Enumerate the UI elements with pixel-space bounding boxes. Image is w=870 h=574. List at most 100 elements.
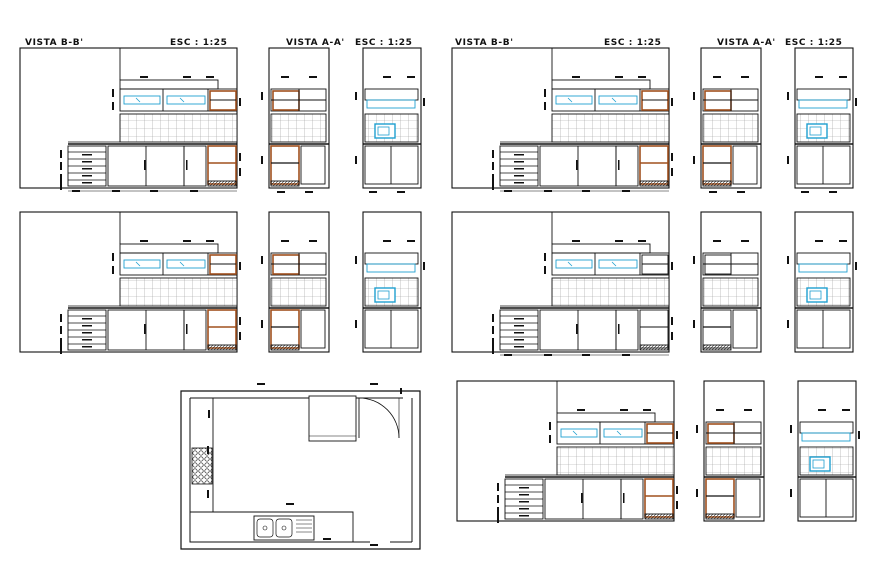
- base-cabinet-narrow: [620, 478, 644, 520]
- elevation-b-3: [19, 211, 241, 354]
- kick-plate-a: [270, 344, 300, 351]
- wall-frame-a: [268, 211, 330, 353]
- base-cabinet-narrow: [615, 309, 639, 351]
- wood-cabinet: [646, 423, 674, 444]
- kick-plate-a: [270, 180, 300, 187]
- wall-frame-a: [700, 211, 762, 353]
- microwave-icon: [806, 287, 828, 303]
- microwave-icon: [374, 287, 396, 303]
- upper-cabinet-top: [556, 412, 656, 423]
- scale-b-label: ESC : 1:25: [170, 38, 228, 48]
- base-a2: [796, 309, 851, 349]
- microwave-icon: [806, 123, 828, 139]
- scale-a-label: ESC : 1:25: [355, 38, 413, 48]
- upper-cabinet-top: [551, 243, 651, 254]
- base-wood: [270, 309, 300, 349]
- side-cabinet: [641, 254, 669, 275]
- elevation-a-1: [261, 47, 425, 193]
- wall-frame-a2: [362, 47, 422, 189]
- glass-door-a2: [366, 99, 416, 109]
- elevation-a-2: [693, 47, 857, 193]
- upper-a2: [364, 88, 419, 101]
- upper-cabinets: [119, 252, 238, 276]
- tile-backsplash-a: [270, 113, 327, 143]
- base-a2: [364, 145, 419, 185]
- elevation-b-1: [19, 47, 241, 192]
- glass-door-a2: [798, 99, 848, 109]
- wood-cabinet: [641, 90, 669, 111]
- base-a2: [796, 145, 851, 185]
- upper-cabinet-top: [119, 243, 219, 254]
- glass-door: [598, 259, 638, 269]
- wall-frame-a: [703, 380, 765, 522]
- upper-cabinets: [556, 421, 675, 445]
- base-a2: [364, 309, 419, 349]
- base-wood: [702, 309, 732, 349]
- kick-plate-a: [702, 344, 732, 351]
- oven-cabinet: [207, 309, 237, 349]
- scale-b-label-2: ESC : 1:25: [604, 38, 662, 48]
- glass-door-a2: [801, 432, 851, 442]
- wall-frame-a2: [794, 47, 854, 189]
- glass-door: [598, 95, 638, 105]
- oven-cabinet: [207, 145, 237, 185]
- glass-door: [166, 95, 206, 105]
- view-a-label: VISTA A-A': [286, 38, 345, 48]
- glass-door: [555, 95, 593, 105]
- tile-backsplash: [119, 113, 238, 143]
- elevation-a-5: [696, 380, 860, 522]
- elevation-b-2: [451, 47, 673, 192]
- glass-door: [603, 428, 643, 438]
- tile-backsplash-a: [702, 277, 759, 307]
- kick-plate: [207, 344, 237, 351]
- base-a2: [799, 478, 854, 518]
- wall-frame-a: [268, 47, 330, 189]
- upper-a2: [799, 421, 854, 434]
- kick-plate-a: [702, 180, 732, 187]
- upper-cabinet-top: [119, 79, 219, 90]
- tile-backsplash: [551, 113, 670, 143]
- upper-a2: [796, 252, 851, 265]
- tile-backsplash: [119, 277, 238, 307]
- glass-door: [123, 259, 161, 269]
- elevation-a-3: [261, 211, 425, 353]
- glass-door: [166, 259, 206, 269]
- glass-door: [560, 428, 598, 438]
- oven-cabinet: [639, 309, 669, 349]
- fridge-plan: [308, 395, 357, 442]
- wall-frame-a: [700, 47, 762, 189]
- upper-cabinets: [551, 252, 670, 276]
- tile-backsplash-a: [705, 446, 762, 476]
- view-b-label-2: VISTA B-B': [455, 38, 514, 48]
- base-cabinet-a: [732, 309, 758, 349]
- base-cabinet-a: [732, 145, 758, 185]
- glass-door: [123, 95, 161, 105]
- upper-cabinets: [551, 88, 670, 112]
- base-wood: [705, 478, 735, 518]
- glass-door: [555, 259, 593, 269]
- wall-frame-a2: [797, 380, 857, 522]
- tile-backsplash: [556, 446, 675, 476]
- base-wood: [702, 145, 732, 185]
- base-cabinet-narrow: [615, 145, 639, 187]
- tile-backsplash: [551, 277, 670, 307]
- door-swing-icon: [358, 397, 400, 439]
- stove-icon: [191, 447, 213, 485]
- upper-cabinets: [119, 88, 238, 112]
- upper-cabinet-top: [551, 79, 651, 90]
- elevation-b-5: [456, 380, 678, 523]
- wall-frame-a2: [794, 211, 854, 353]
- wall-frame-a2: [362, 211, 422, 353]
- base-cabinet-a: [735, 478, 761, 518]
- base-cabinet-a: [300, 145, 326, 185]
- upper-wood: [704, 90, 732, 111]
- upper-wood: [704, 254, 732, 275]
- kick-plate: [207, 180, 237, 187]
- kick-plate: [639, 344, 669, 351]
- microwave-icon: [374, 123, 396, 139]
- microwave-icon: [809, 456, 831, 472]
- scale-a-label-2: ESC : 1:25: [785, 38, 843, 48]
- view-a-label-2: VISTA A-A': [717, 38, 776, 48]
- base-cabinet-narrow: [183, 309, 207, 351]
